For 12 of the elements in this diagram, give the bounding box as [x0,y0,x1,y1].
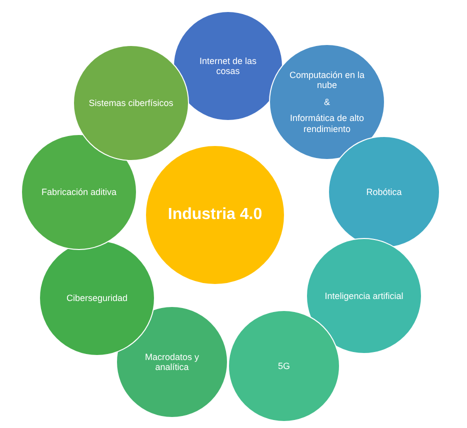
center-title: Industria 4.0 [166,206,264,224]
topic-label: Computación en la nube [288,70,366,91]
topic-label: Sistemas ciberfísicos [88,98,174,108]
topic-label: Inteligencia artificial [324,290,404,302]
topic-label: Informática de alto rendimiento [288,113,366,134]
topic-label: Ciberseguridad [65,292,129,304]
topic-label: Macrodatos y analítica [144,352,200,372]
topic-label: Fabricación aditiva [40,186,118,198]
topic-label: Robótica [365,186,403,198]
topic-label: 5G [276,360,291,372]
topic-label: & [322,96,331,108]
topic-label: Internet de las cosas [198,56,258,76]
